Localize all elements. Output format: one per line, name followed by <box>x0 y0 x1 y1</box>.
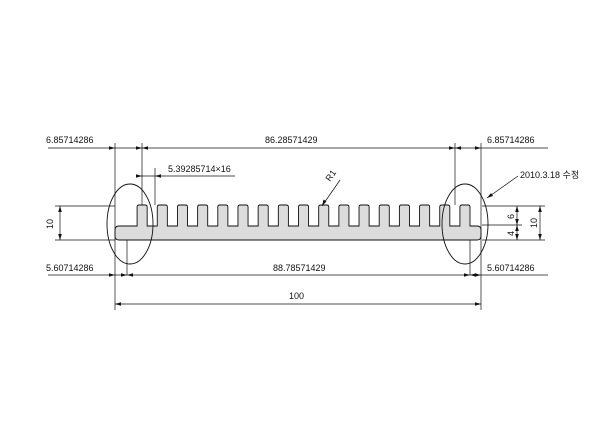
revision-leader <box>486 175 519 199</box>
arrow-top-mid-b <box>449 146 455 150</box>
arrow-top-left-b <box>142 146 148 150</box>
arrow-bottom-left-a <box>109 273 115 277</box>
arrow-fin-pitch-a <box>136 174 142 178</box>
arrow-right-fin-a <box>515 206 519 212</box>
arrow-overall-a <box>115 302 121 306</box>
right-height-label: 10 <box>529 218 539 228</box>
bottom-right-offset-label: 5.60714286 <box>487 263 535 273</box>
arrow-right-fin-b <box>515 219 519 225</box>
radius-label: R1 <box>323 168 338 183</box>
top-right-offset-label: 6.85714286 <box>487 135 535 145</box>
arrow-bottom-mid-a <box>121 273 127 277</box>
overall-width-label: 100 <box>289 291 304 301</box>
arrow-revision <box>487 193 493 198</box>
fin-height-label: 6 <box>506 214 516 219</box>
arrow-bottom-right-b <box>475 273 481 277</box>
top-left-offset-label: 6.85714286 <box>46 135 94 145</box>
arrow-right-height-a <box>538 206 542 212</box>
bottom-middle-span-label: 88.78571429 <box>273 263 326 273</box>
arrow-bottom-right-a <box>470 273 476 277</box>
top-middle-span-label: 86.28571429 <box>265 135 318 145</box>
arrow-left-height-a <box>58 206 62 212</box>
left-height-label: 10 <box>45 219 55 229</box>
arrow-right-base-b <box>515 234 519 240</box>
arrow-overall-b <box>475 302 481 306</box>
heatsink-profile <box>114 204 482 241</box>
left-detail-ellipse <box>106 183 154 265</box>
arrow-top-mid-a <box>136 146 142 150</box>
arrow-top-right-b <box>475 146 481 150</box>
base-thickness-label: 4 <box>506 231 516 236</box>
arrow-left-height-b <box>58 234 62 240</box>
arrow-right-height-b <box>538 234 542 240</box>
revision-note-label: 2010.3.18 수정 <box>520 170 579 180</box>
arrow-bottom-left-b <box>127 273 133 277</box>
arrow-top-left-a <box>109 146 115 150</box>
fin-pitch-label: 5.39285714×16 <box>168 164 231 174</box>
arrow-fin-pitch-b <box>155 174 161 178</box>
right-detail-ellipse <box>441 183 489 265</box>
arrow-radius <box>322 199 327 206</box>
bottom-left-offset-label: 5.60714286 <box>46 263 94 273</box>
arrow-top-right-a <box>455 146 461 150</box>
arrow-bottom-mid-b <box>464 273 470 277</box>
arrow-right-base-a <box>515 225 519 231</box>
